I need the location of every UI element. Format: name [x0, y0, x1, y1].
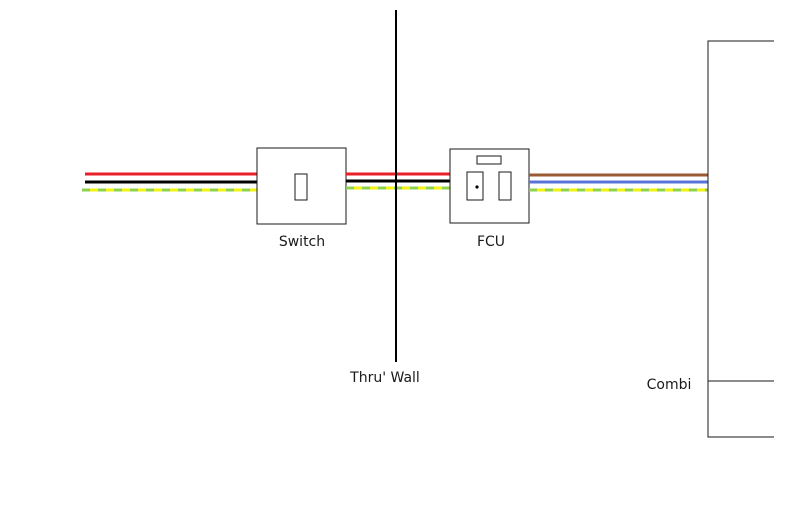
- switch-label: Switch: [279, 234, 325, 250]
- cable-middle: [346, 172, 450, 190]
- fcu-fuse-holder-icon: [466, 171, 484, 201]
- fcu-switch-icon: [498, 171, 512, 201]
- combi-unit: Combi: [647, 40, 774, 438]
- combi-label: Combi: [647, 377, 692, 393]
- wall-label: Thru' Wall: [349, 370, 420, 386]
- wall: Thru' Wall: [349, 10, 420, 386]
- cable-left: [82, 172, 257, 192]
- switch-unit: Switch: [256, 147, 347, 250]
- switch-rocker-icon: [294, 173, 308, 201]
- fcu-unit: FCU: [449, 148, 530, 250]
- cable-right: [529, 173, 708, 192]
- fcu-label: FCU: [477, 234, 505, 250]
- fcu-fuse-screw-icon: [475, 185, 479, 189]
- fcu-indicator-icon: [476, 155, 502, 165]
- combi-outline: [707, 40, 774, 438]
